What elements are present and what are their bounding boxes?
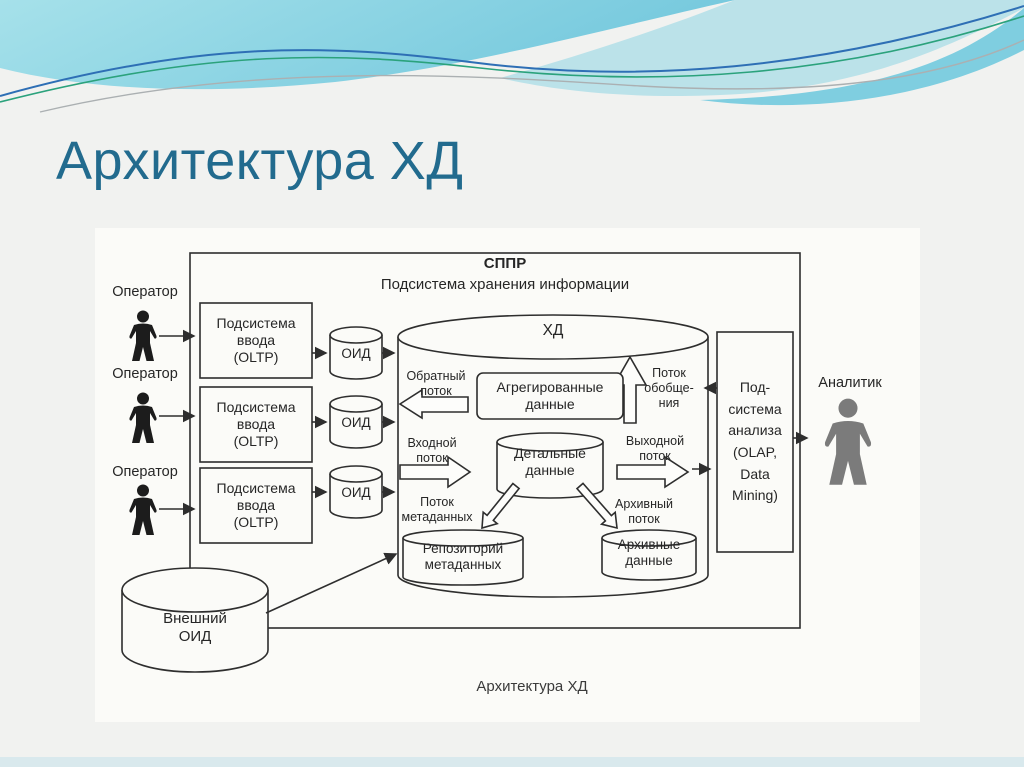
external-oid-cylinder [121, 567, 269, 673]
operator-label-2: Оператор [112, 366, 178, 382]
detailed-data-label: Детальные данные [514, 445, 586, 478]
output-flow-label: Выходной поток [625, 434, 685, 463]
metadata-flow-label: Поток метаданных [401, 495, 473, 524]
input-subsystem-label-1: Подсистема ввода (OLTP) [216, 314, 296, 366]
oid-label-3: ОИД [341, 485, 371, 500]
detailed-data-cylinder [496, 432, 604, 499]
archive-flow-arrow [575, 482, 618, 530]
archive-data-cylinder [601, 529, 697, 581]
oid-cylinder-1 [329, 326, 383, 380]
input-flow-arrow [399, 455, 472, 489]
generalization-flow-label: Поток обобще- ния [644, 366, 694, 410]
reverse-flow-label: Обратный поток [406, 369, 466, 398]
architecture-diagram: СППР Подсистема хранения информации Опер… [95, 228, 920, 722]
footer-strip-decoration [0, 757, 1024, 767]
external-oid-label: Внешний ОИД [163, 610, 227, 645]
metadata-flow-arrow [481, 482, 521, 530]
analyst-label: Аналитик [818, 375, 882, 391]
wave-shape-right [700, 8, 1024, 106]
diagram-shapes [121, 252, 872, 673]
input-subsystem-label-3: Подсистема ввода (OLTP) [216, 479, 296, 531]
wave-line-green [0, 15, 1024, 103]
slide-title: Архитектура ХД [56, 131, 464, 191]
oid-cylinder-3 [329, 465, 383, 519]
aggregated-data-box [476, 372, 624, 420]
analysis-subsystem-box [716, 331, 794, 553]
dw-label: ХД [542, 322, 564, 339]
output-flow-arrow [616, 455, 690, 489]
header-wave-decoration [0, 0, 1024, 113]
aggregated-data-label: Агрегированные данные [496, 378, 604, 412]
external-oid-to-repository-arrow [265, 552, 398, 614]
oid-cylinder-2 [329, 395, 383, 449]
operator-icon [129, 484, 157, 535]
operator-icon [129, 392, 157, 443]
input-subsystem-box-1 [199, 302, 313, 379]
operator-label-3: Оператор [112, 464, 178, 480]
analyst-icon [824, 398, 872, 485]
reverse-flow-arrow [398, 388, 469, 420]
archive-data-label: Архивные данные [617, 537, 681, 568]
metadata-repository-label: Репозиторий метаданных [422, 541, 504, 572]
input-subsystem-box-2 [199, 386, 313, 463]
input-subsystem-box-3 [199, 467, 313, 544]
input-flow-label: Входной поток [407, 436, 457, 465]
metadata-repository-cylinder [402, 529, 524, 586]
analysis-subsystem-label: Под- система анализа (OLAP, Data Mining) [728, 378, 782, 504]
oid-label-1: ОИД [341, 346, 371, 361]
wave-line-blue [0, 5, 1024, 97]
storage-subsystem-label: Подсистема хранения информации [380, 276, 630, 293]
sppr-label: СППР [483, 255, 527, 272]
operator-label-1: Оператор [112, 284, 178, 300]
archive-flow-label: Архивный поток [615, 497, 673, 526]
wave-line-gray [39, 39, 1024, 113]
input-subsystem-label-2: Подсистема ввода (OLTP) [216, 398, 296, 450]
oid-label-2: ОИД [341, 415, 371, 430]
operator-icon [129, 310, 157, 361]
diagram-caption: Архитектура ХД [476, 678, 588, 695]
